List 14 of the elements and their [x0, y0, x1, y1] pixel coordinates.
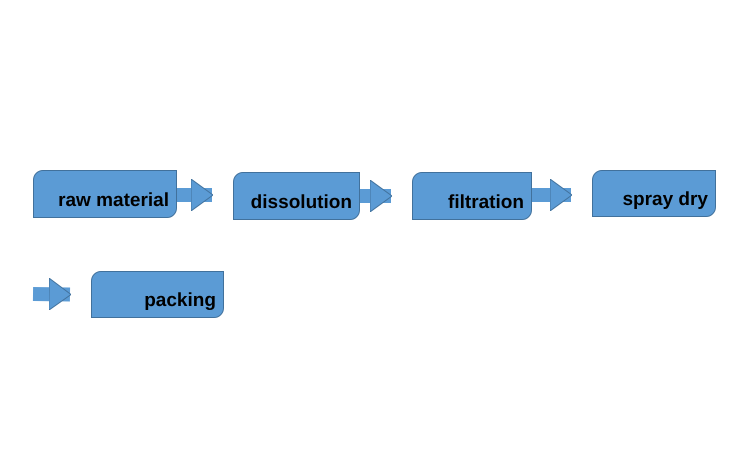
block-arrow — [360, 180, 392, 212]
process-box — [233, 172, 360, 220]
step-label: dissolution — [250, 193, 352, 212]
block-arrow — [32, 278, 72, 311]
step-label: filtration — [448, 193, 524, 212]
process-box — [91, 271, 224, 318]
step-label: packing — [144, 291, 216, 310]
step-label: spray dry — [622, 190, 708, 209]
block-arrow — [177, 178, 214, 212]
step-label: raw material — [58, 191, 169, 210]
process-box — [33, 170, 177, 218]
process-box — [592, 170, 716, 217]
block-arrow — [532, 178, 572, 212]
process-box — [412, 172, 532, 220]
